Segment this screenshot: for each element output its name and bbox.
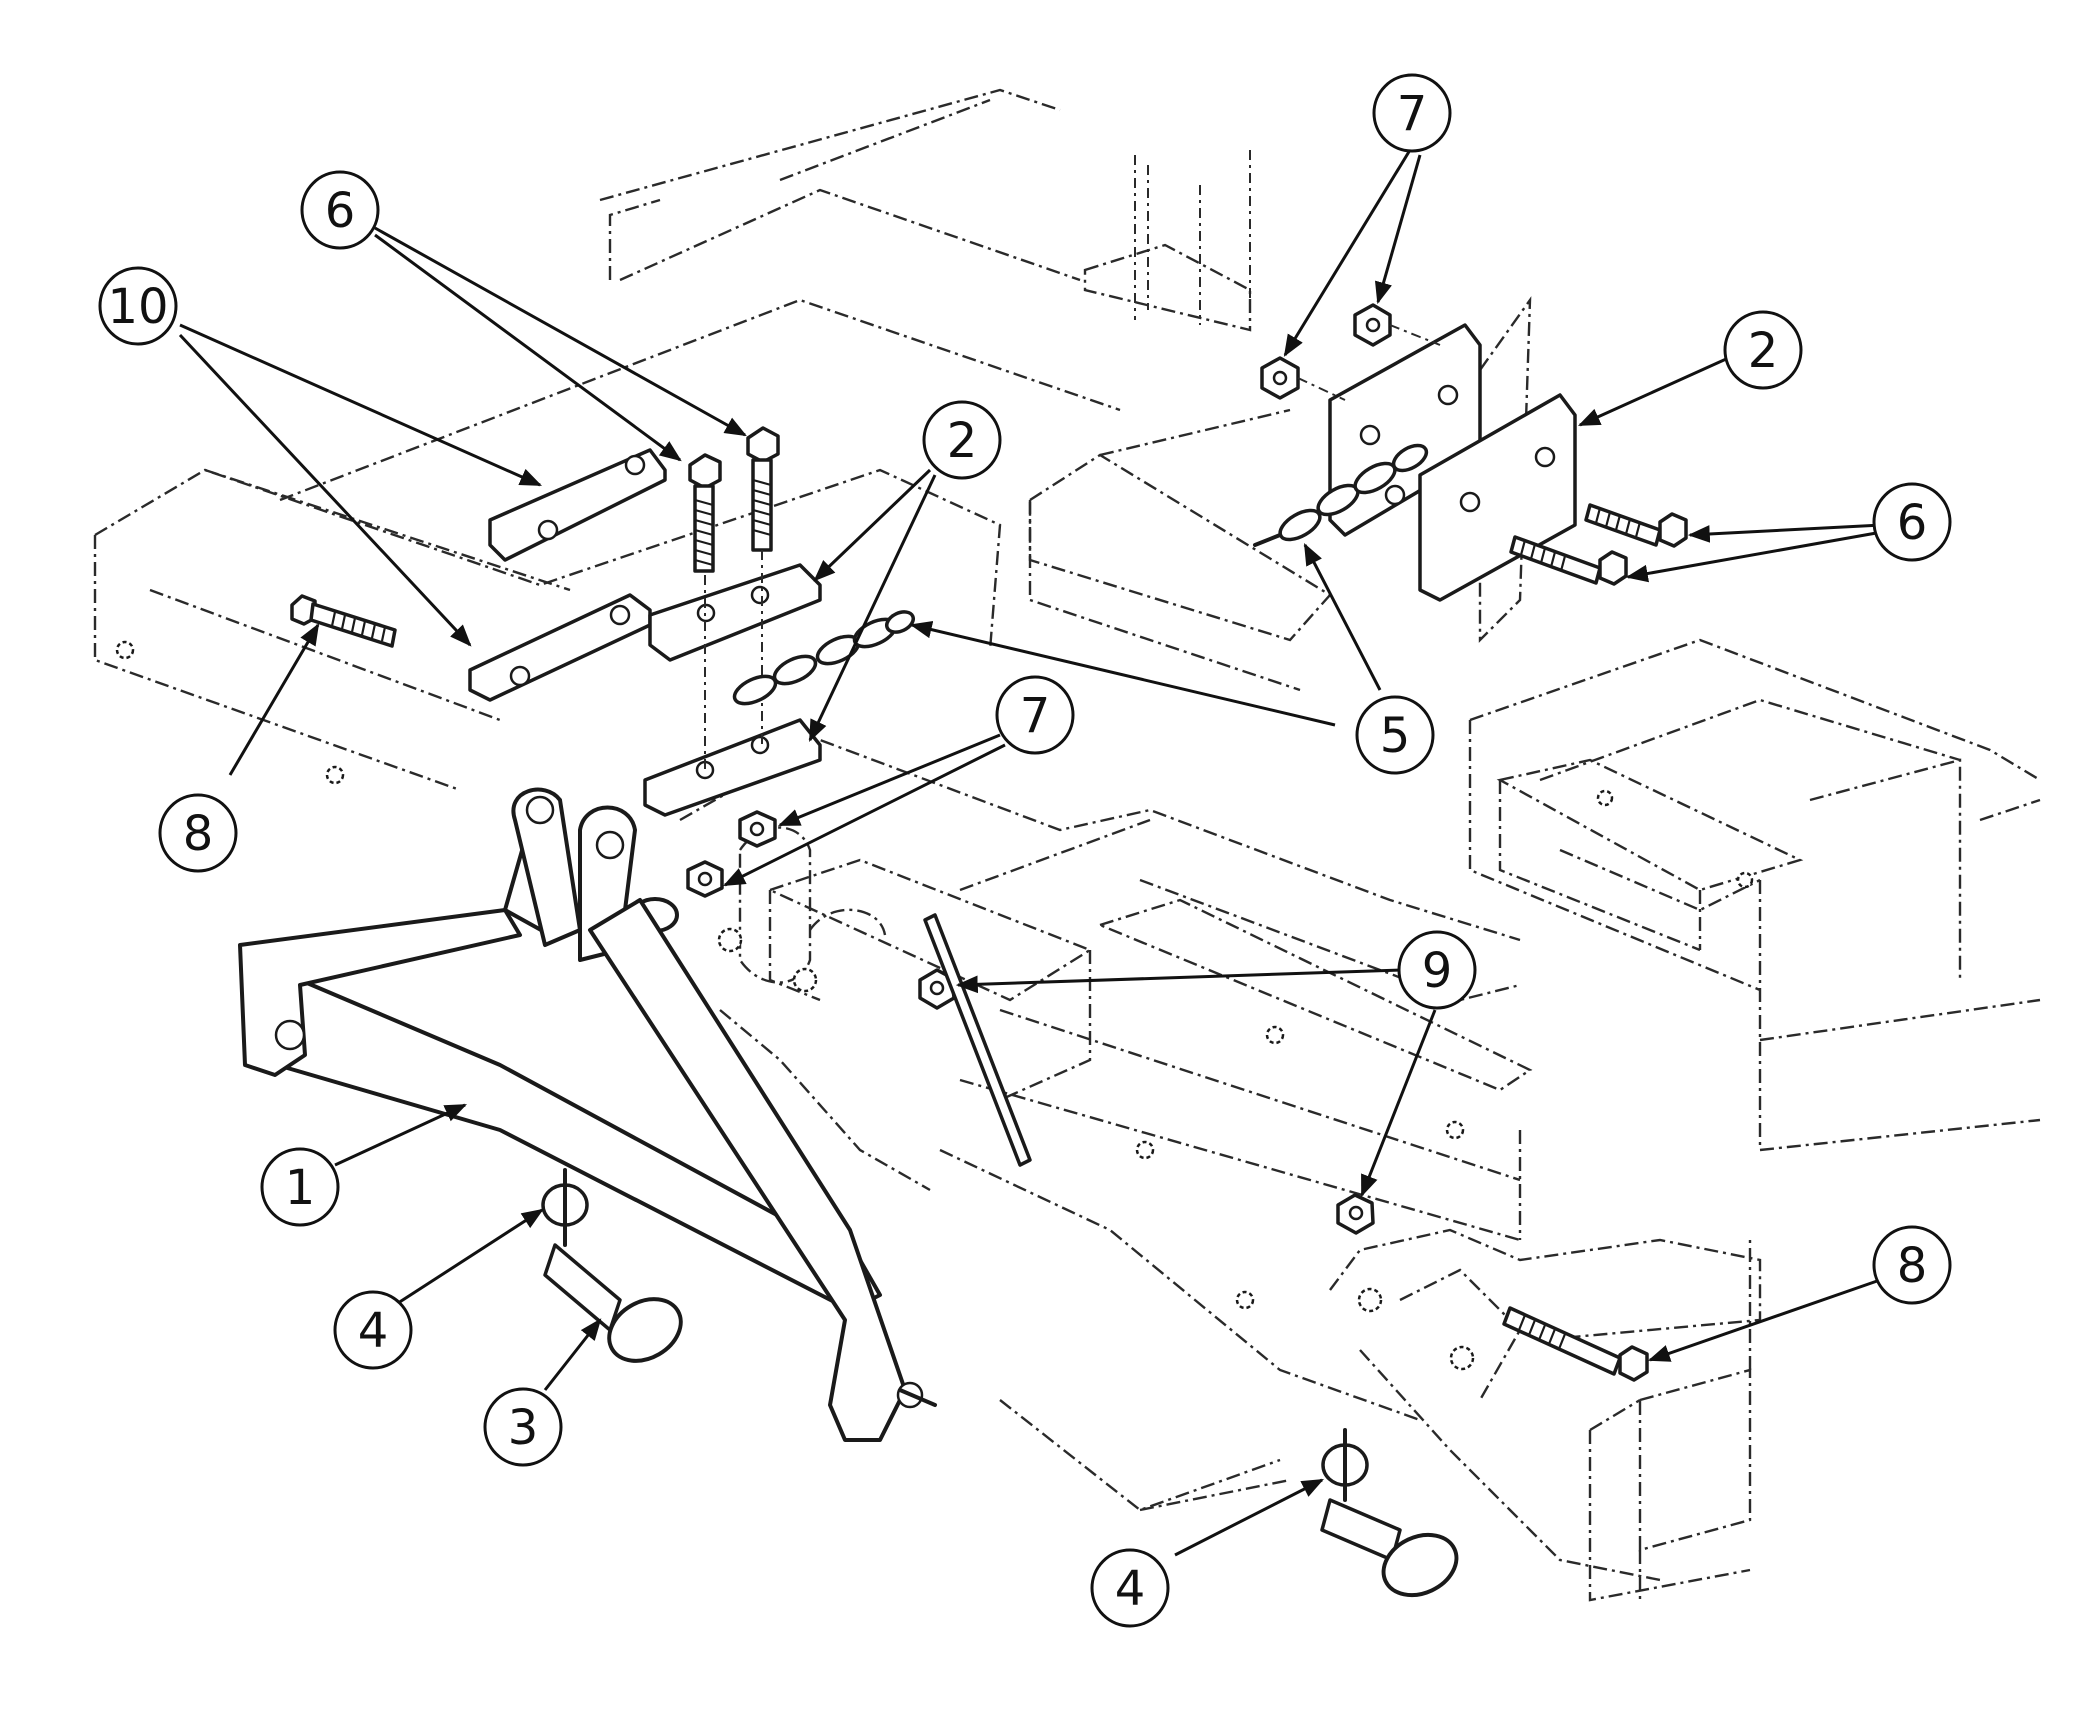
callout-9: 9 — [1397, 930, 1477, 1010]
callout-3: 3 — [483, 1387, 563, 1467]
callout-label: 8 — [1897, 1238, 1928, 1294]
callout-2-left: 2 — [922, 400, 1002, 480]
callout-label: 6 — [1897, 495, 1928, 551]
callout-7-left: 7 — [995, 675, 1075, 755]
callout-label: 10 — [107, 279, 168, 335]
callout-2-right: 2 — [1723, 310, 1803, 390]
callout-5: 5 — [1355, 695, 1435, 775]
callout-label: 3 — [508, 1400, 539, 1456]
callout-label: 2 — [947, 413, 978, 469]
callout-10: 10 — [98, 266, 178, 346]
callout-label: 1 — [285, 1160, 316, 1216]
right-plate-assembly — [1253, 296, 1688, 1382]
callout-6-left: 6 — [300, 170, 380, 250]
callout-8-left: 8 — [158, 793, 238, 873]
callout-8-right: 8 — [1872, 1225, 1952, 1305]
callout-label: 4 — [358, 1303, 389, 1359]
callout-4-left: 4 — [333, 1290, 413, 1370]
callout-label: 4 — [1115, 1561, 1146, 1617]
hitch-pins — [541, 1168, 1459, 1598]
callout-label: 8 — [183, 806, 214, 862]
left-plate-assembly — [290, 426, 1032, 1167]
callout-label: 6 — [325, 183, 356, 239]
callout-label: 2 — [1748, 323, 1779, 379]
callout-label: 7 — [1020, 688, 1051, 744]
hitch-a-frame — [238, 787, 937, 1442]
leader-lines — [178, 149, 1883, 1557]
callout-label: 5 — [1380, 708, 1411, 764]
callout-7-right: 7 — [1372, 73, 1452, 153]
mower-deck-outline — [93, 88, 2041, 1602]
callout-label: 7 — [1397, 86, 1428, 142]
callout-4-right: 4 — [1090, 1548, 1170, 1628]
callout-label: 9 — [1422, 943, 1453, 999]
callout-6-right: 6 — [1872, 482, 1952, 562]
callout-1: 1 — [260, 1147, 340, 1227]
right-safety-chain — [1253, 443, 1429, 547]
